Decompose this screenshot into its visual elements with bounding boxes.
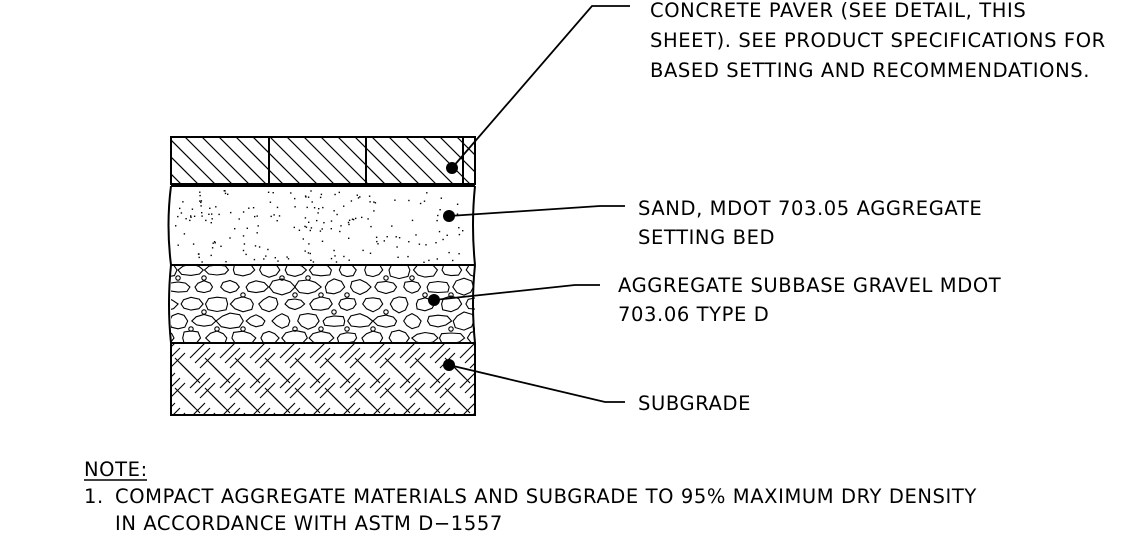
note-line: IN ACCORDANCE WITH ASTM D−1557: [115, 512, 503, 535]
callout-line: SAND, MDOT 703.05 AGGREGATE: [638, 197, 982, 220]
leader-gravel: [428, 284, 600, 306]
subgrade-layer: [170, 342, 476, 416]
callout-paver: CONCRETE PAVER (SEE DETAIL, THIS SHEET).…: [650, 0, 1106, 82]
sand-layer: [167, 185, 476, 266]
callout-line: CONCRETE PAVER (SEE DETAIL, THIS: [650, 0, 1026, 22]
gravel-layer: [168, 264, 476, 344]
leader-dot: [446, 162, 458, 174]
paver-layer: [170, 136, 476, 187]
callout-line: SHEET). SEE PRODUCT SPECIFICATIONS FOR: [650, 29, 1106, 52]
leader-dot: [443, 210, 455, 222]
leader-dot: [443, 359, 455, 371]
leader-paver: [446, 5, 630, 174]
callout-subgrade: SUBGRADE: [638, 392, 751, 415]
note-number: 1.: [84, 485, 104, 508]
callout-sand: SAND, MDOT 703.05 AGGREGATE SETTING BED: [638, 197, 982, 249]
callout-line: SUBGRADE: [638, 392, 751, 415]
general-note: NOTE: 1. COMPACT AGGREGATE MATERIALS AND…: [84, 458, 977, 535]
note-heading: NOTE:: [84, 458, 148, 481]
leader-sand: [443, 205, 625, 222]
callout-line: AGGREGATE SUBBASE GRAVEL MDOT: [618, 274, 1001, 297]
callout-line: 703.06 TYPE D: [618, 303, 769, 326]
note-line: COMPACT AGGREGATE MATERIALS AND SUBGRADE…: [115, 485, 977, 508]
callout-line: BASED SETTING AND RECOMMENDATIONS.: [650, 59, 1090, 82]
callout-line: SETTING BED: [638, 226, 775, 249]
leader-dot: [428, 294, 440, 306]
callout-gravel: AGGREGATE SUBBASE GRAVEL MDOT 703.06 TYP…: [618, 274, 1001, 326]
leader-subgrade: [443, 359, 625, 403]
